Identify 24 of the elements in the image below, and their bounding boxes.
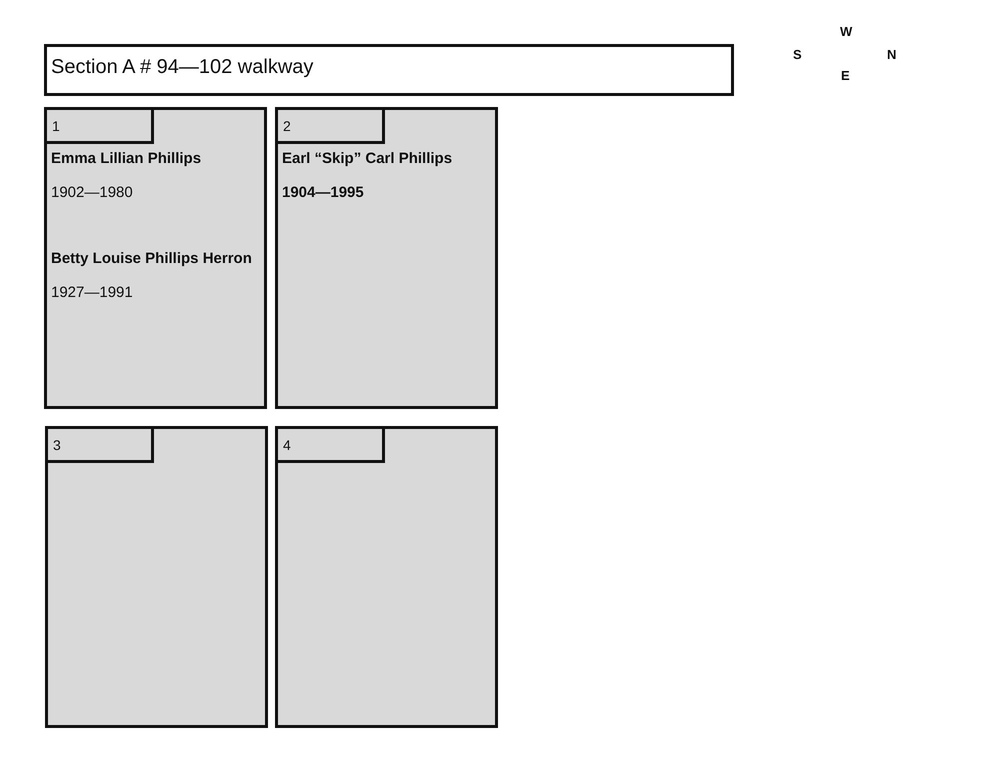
compass-direction: S — [793, 47, 802, 62]
title-box — [44, 44, 734, 96]
life-dates: 1902—1980 — [51, 184, 133, 201]
compass-direction: N — [887, 47, 896, 62]
plot-number-tab — [47, 110, 154, 144]
person-name: Earl “Skip” Carl Phillips — [282, 150, 452, 167]
plot-number-tab — [278, 110, 385, 144]
plot-number: 2 — [283, 118, 291, 134]
person-name: Betty Louise Phillips Herron — [51, 250, 252, 267]
plot-number-tab — [278, 429, 385, 463]
life-dates: 1904—1995 — [282, 184, 364, 201]
section-heading: Section A # 94—102 walkway — [51, 56, 314, 79]
plot-box — [275, 107, 498, 409]
life-dates: 1927—1991 — [51, 284, 133, 301]
plot-number: 1 — [52, 118, 60, 134]
plot-box — [44, 107, 267, 409]
plot-box — [45, 426, 268, 728]
compass-direction: E — [841, 68, 850, 83]
person-name: Emma Lillian Phillips — [51, 150, 202, 167]
plot-number: 4 — [283, 437, 291, 453]
compass-direction: W — [840, 24, 852, 39]
plot-number-tab — [48, 429, 154, 463]
plot-box — [275, 426, 498, 728]
plot-number: 3 — [53, 437, 61, 453]
